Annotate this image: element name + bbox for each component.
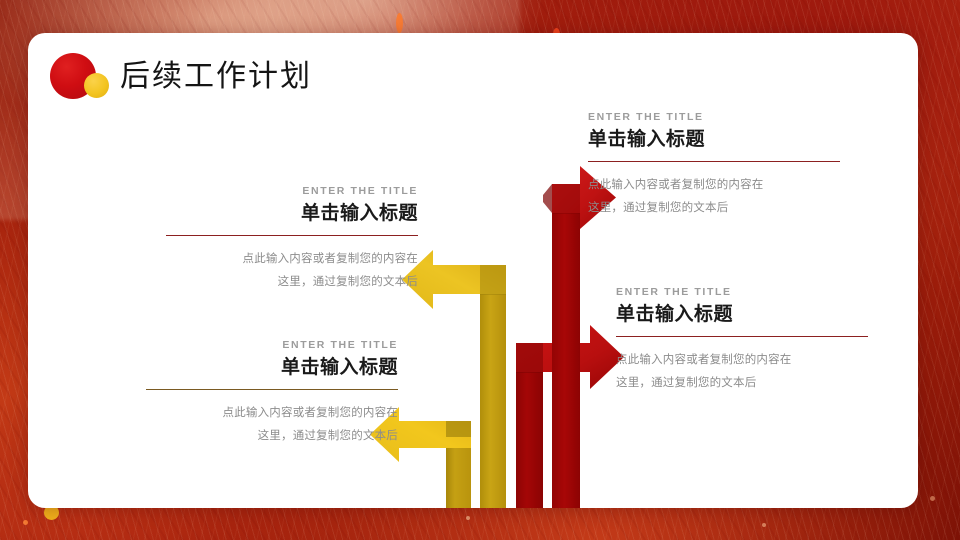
block-eyebrow: ENTER THE TITLE [616,286,732,298]
block-divider [146,388,398,391]
block-divider [616,335,868,338]
background-spark [23,520,28,525]
text-block-bottom-left: ENTER THE TITLE 单击输入标题 点此输入内容或者复制您的内容在 这… [146,339,398,446]
block-body-line-2: 这里，通过复制您的文本后 [277,273,418,288]
block-body-line-1: 点此输入内容或者复制您的内容在 [588,177,764,192]
arrow-middle-left-yellow [402,250,506,508]
block-body-line-2: 这里，通过复制您的文本后 [616,374,757,389]
background-spark [396,13,403,33]
block-body-line-1: 点此输入内容或者复制您的内容在 [222,405,398,420]
arrow-bottom-left-yellow [370,407,471,508]
block-body-line-1: 点此输入内容或者复制您的内容在 [616,352,792,367]
content-card: 后续工作计划 [28,33,918,508]
slide-header: 后续工作计划 [48,42,312,112]
block-title: 单击输入标题 [588,128,706,150]
block-eyebrow: ENTER THE TITLE [282,339,398,351]
block-title: 单击输入标题 [300,202,418,224]
arrow-top-right-red [543,166,616,508]
block-title: 单击输入标题 [280,356,398,378]
text-block-middle-left: ENTER THE TITLE 单击输入标题 点此输入内容或者复制您的内容在 这… [166,185,418,292]
background-spark [762,523,766,527]
text-block-bottom-right: ENTER THE TITLE 单击输入标题 点此输入内容或者复制您的内容在 这… [616,286,868,393]
block-divider [166,234,418,237]
block-body-line-1: 点此输入内容或者复制您的内容在 [242,251,418,266]
block-title: 单击输入标题 [616,303,734,325]
logo-small-circle-icon [84,73,109,98]
background-spark [930,496,935,501]
text-block-top-right: ENTER THE TITLE 单击输入标题 点此输入内容或者复制您的内容在 这… [588,111,840,218]
growth-arrows-graphic [368,153,658,508]
block-body-line-2: 这里，通过复制您的文本后 [588,199,729,214]
arrow-lower-right-red [516,325,624,508]
background-spark [466,516,470,520]
block-body-line-2: 这里，通过复制您的文本后 [257,427,398,442]
page-title: 后续工作计划 [120,59,312,94]
block-eyebrow: ENTER THE TITLE [302,185,418,197]
block-eyebrow: ENTER THE TITLE [588,111,704,123]
block-divider [588,160,840,163]
background-spark [44,505,59,520]
logo-mark [48,51,120,103]
